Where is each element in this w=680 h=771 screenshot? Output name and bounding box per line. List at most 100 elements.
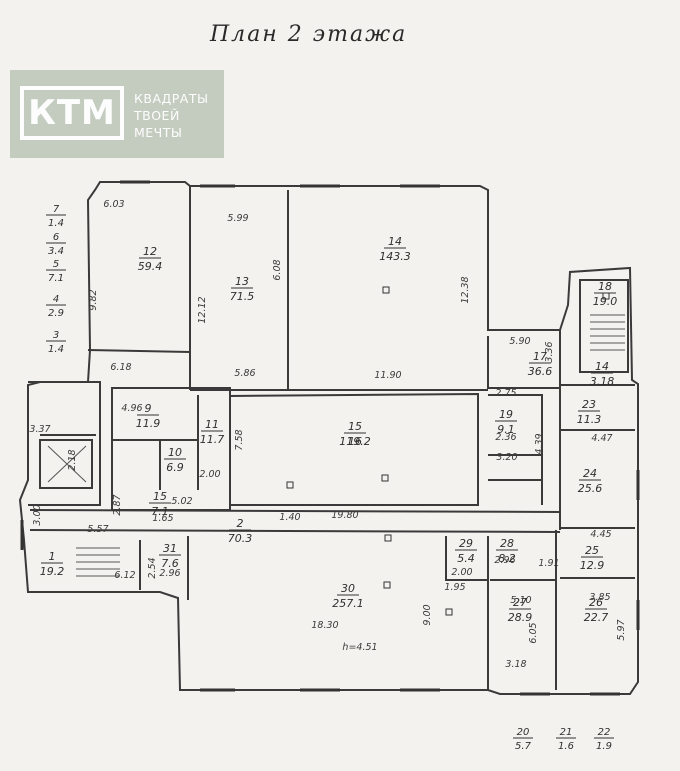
dimension-label: 12.38	[460, 276, 471, 303]
dimension-label: 5.90	[509, 336, 530, 347]
room-area: 70.3	[228, 532, 253, 545]
dimension-label: 3.36	[544, 341, 555, 362]
dimension-label: 2.36	[495, 432, 516, 443]
legend-entry: 71.4	[46, 204, 66, 229]
column-marker	[286, 481, 294, 489]
legend-number: 22	[598, 727, 611, 738]
legend-area: 5.7	[515, 741, 532, 752]
dimension-label: 6.12	[114, 570, 135, 581]
dimension-label: 5.99	[227, 213, 248, 224]
room-number: 2	[237, 517, 244, 530]
legend-entry: 63.4	[46, 232, 66, 257]
room-number: 15	[153, 490, 167, 503]
dimension-label: 3.00	[32, 504, 43, 525]
room-area: 6.9	[166, 461, 184, 474]
dimension-label: 2.75	[495, 388, 516, 399]
legend-number: 5	[53, 259, 59, 270]
dimension-label: 5.10	[510, 595, 531, 606]
room-number: 14	[388, 235, 402, 248]
dimension-label: 2.00	[451, 567, 472, 578]
dimension-label: 6.18	[110, 362, 131, 373]
legend-entry: 42.9	[46, 294, 66, 319]
room-area: 25.6	[578, 482, 603, 495]
room-area: 143.3	[379, 250, 411, 263]
room-area: 5.4	[457, 552, 475, 565]
logo: КТМ КВАДРАТЫ ТВОЕЙ МЕЧТЫ	[10, 70, 224, 158]
room-number: 14	[595, 360, 609, 373]
dimension-label: 2.54	[147, 557, 158, 578]
dimension-label: 6.05	[528, 622, 539, 643]
dimension-label: 1.40	[279, 512, 300, 523]
dimension-label: 1.65	[152, 513, 173, 524]
dimension-label: 9.00	[422, 604, 433, 625]
room-number: 29	[459, 537, 473, 550]
legend-entry: 205.7	[513, 727, 533, 752]
room-area: 11.7	[200, 433, 225, 446]
room-number: 1	[49, 550, 56, 563]
room-label: 317.6	[159, 542, 181, 570]
dimension-label: 2.00	[199, 469, 220, 480]
dimension-label: 2.87	[112, 494, 123, 515]
room-label: 15 119.2	[339, 420, 371, 448]
room-number: 12	[143, 245, 157, 258]
room-area: 19.0	[593, 295, 618, 308]
room-area: 119.2	[339, 435, 371, 448]
room-number: 23	[582, 398, 596, 411]
dimension-label: 4.45	[590, 529, 611, 540]
dimension-label: h=4.51	[342, 642, 377, 653]
legend-area: 1.6	[558, 741, 574, 752]
legend-entry: 57.1	[46, 259, 66, 284]
room-label: 288.2	[496, 537, 518, 565]
room-number: 30	[341, 582, 355, 595]
room-number: 27	[513, 596, 527, 609]
legend-entry: 221.9	[594, 727, 614, 752]
room-area: 28.9	[508, 611, 533, 624]
stairs	[47, 314, 625, 577]
room-area: 7.1	[151, 505, 169, 518]
column-marker	[602, 292, 610, 300]
room-label: 157.1	[149, 490, 171, 518]
column-marker	[383, 581, 391, 589]
room-number: 16	[348, 435, 362, 448]
dimension-label: 5.97	[616, 619, 627, 640]
room-area: 8.2	[498, 552, 516, 565]
legend-area: 7.1	[48, 273, 64, 284]
legend-number: 6	[53, 232, 59, 243]
legend-area: 1.9	[596, 741, 612, 752]
room-area: 12.9	[580, 559, 605, 572]
dimension-label: 4.96	[121, 403, 142, 414]
dimension-label: 2.96	[494, 555, 515, 566]
legend-area: 3.4	[48, 246, 64, 257]
legend-number: 20	[517, 727, 530, 738]
room-area: 11.9	[136, 417, 161, 430]
room-number: 31	[163, 542, 177, 555]
logo-line-3: МЕЧТЫ	[134, 125, 183, 140]
dimension-label: 3.18	[505, 659, 526, 670]
room-number: 24	[583, 467, 597, 480]
room-label: 27 28.9	[508, 596, 533, 624]
room-label: 143.18	[590, 360, 615, 388]
room-number: 15	[348, 420, 362, 433]
rooms-layer: 1259.41371.514143.315119.2161736.61819.0…	[40, 235, 618, 624]
room-label: 16	[348, 435, 362, 448]
legend-area: 1.4	[48, 218, 64, 229]
page-title: План 2 этажа	[210, 22, 408, 47]
logo-mark: КТМ	[20, 86, 124, 140]
legend-area: 1.4	[48, 344, 64, 355]
legend-number: 3	[53, 330, 59, 341]
dimension-label: 3.37	[29, 424, 50, 435]
legend-number: 21	[560, 727, 573, 738]
logo-line-2: ТВОЕЙ	[134, 108, 180, 123]
room-label: 24 25.6	[578, 467, 603, 495]
legend-area: 2.9	[48, 308, 64, 319]
dimension-label: 4.47	[591, 433, 612, 444]
dimension-label: 18.30	[311, 620, 338, 631]
room-area: 7.6	[161, 557, 179, 570]
